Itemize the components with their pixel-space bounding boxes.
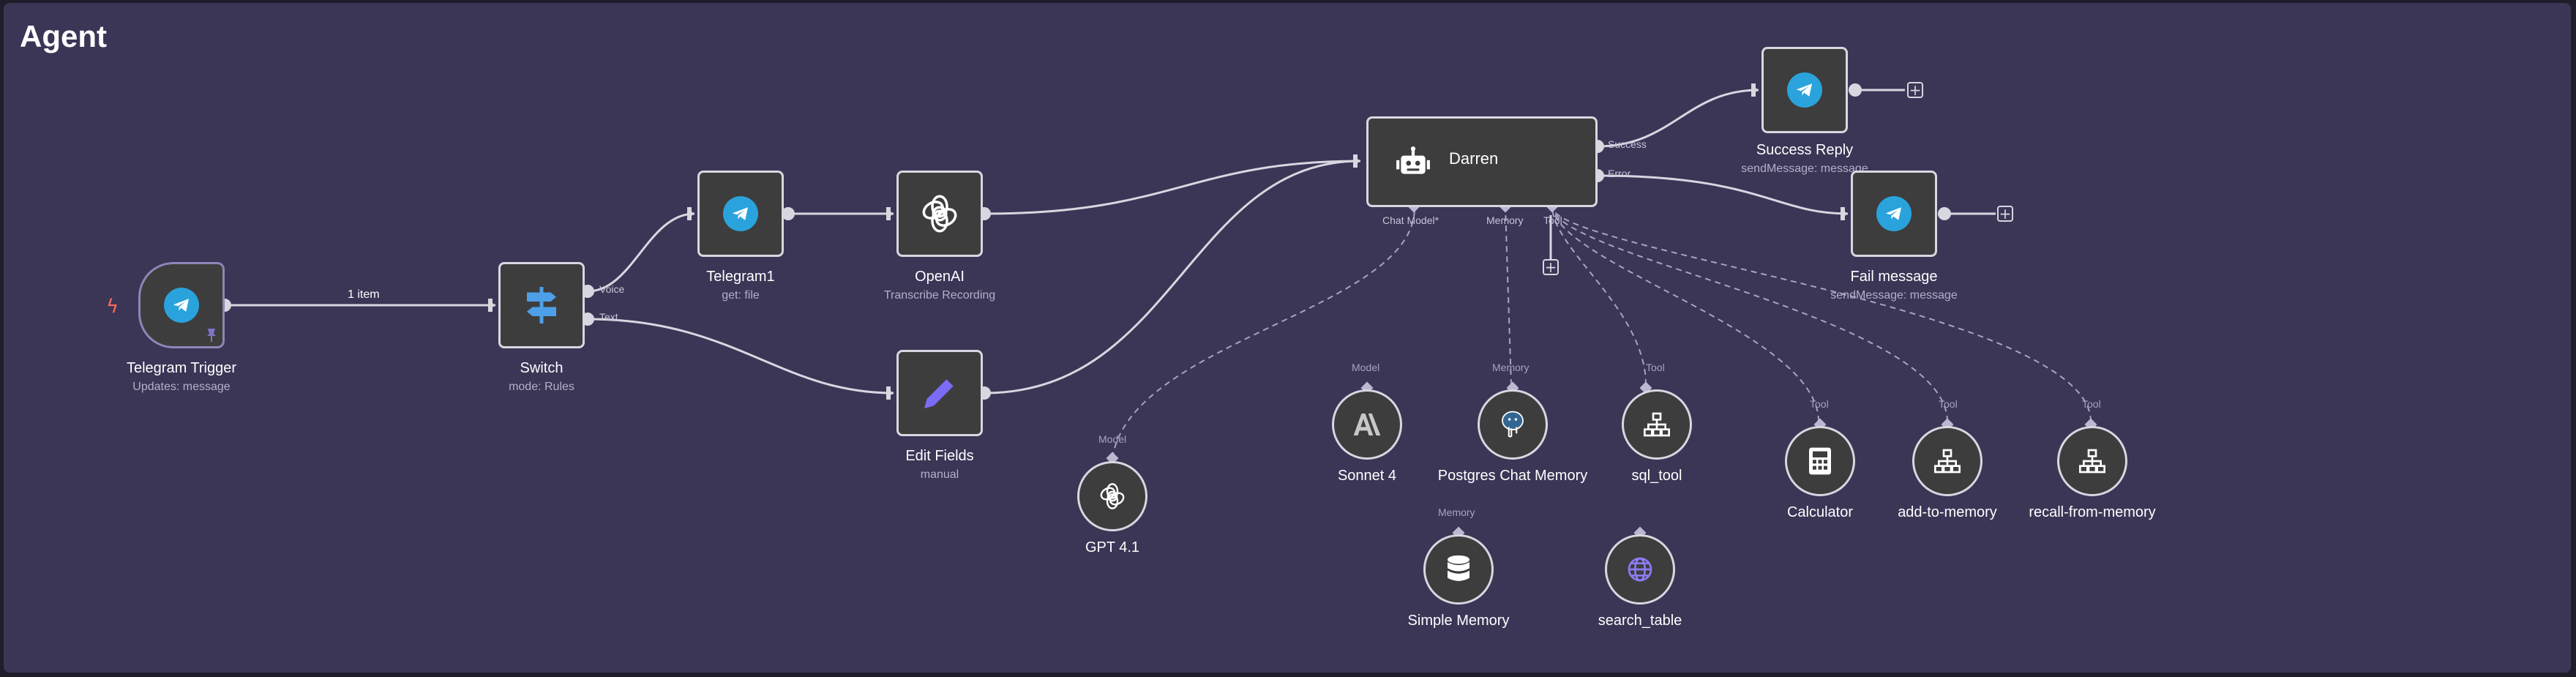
pin-icon (207, 329, 216, 342)
calculator-node[interactable] (1785, 426, 1855, 496)
telegram-trigger-subtitle: Updates: message (132, 381, 231, 393)
add-to-memory-label: add-to-memory (1898, 504, 1997, 520)
globe-icon (1628, 557, 1652, 582)
simple-memory-label: Simple Memory (1407, 613, 1510, 629)
success-reply-label: Success Reply (1756, 142, 1854, 158)
edge-item-count: 1 item (345, 288, 383, 302)
simple-memory-connector-label: Memory (1438, 506, 1475, 518)
simple-memory-node[interactable] (1423, 534, 1494, 605)
trigger-bolt-icon: ϟ (106, 296, 119, 318)
gpt41-label: GPT 4.1 (1085, 539, 1140, 556)
success-add-button[interactable]: + (1907, 82, 1923, 98)
openai-icon (1100, 483, 1125, 509)
edit-fields-subtitle: manual (920, 468, 959, 481)
telegram1-node[interactable] (697, 171, 784, 257)
telegram1-subtitle: get: file (722, 289, 760, 302)
edge-switch-editfields (587, 318, 894, 394)
darren-input-memory: Memory (1486, 214, 1524, 226)
sitemap-icon (2079, 449, 2105, 474)
sitemap-icon (1934, 449, 1961, 474)
robot-icon (1396, 146, 1430, 174)
darren-output-error: Error (1608, 168, 1631, 179)
edge-calculator-tool (1551, 207, 1819, 422)
add-to-memory-connector-label: Tool (1939, 398, 1958, 410)
connections-layer (218, 83, 2097, 539)
openai-icon (922, 195, 957, 233)
sqltool-label: sql_tool (1631, 468, 1682, 484)
search-table-node[interactable] (1605, 534, 1675, 605)
darren-input-tool: Tool (1543, 214, 1562, 226)
switch-output-voice: Voice (599, 283, 625, 295)
signpost-icon (527, 287, 556, 323)
edge-gpt41-chatmodel (1112, 207, 1415, 459)
edge-darren-success (1597, 89, 1759, 148)
fail-add-button[interactable]: + (1997, 206, 2013, 222)
sonnet4-node[interactable] (1332, 389, 1402, 460)
calculator-icon (1809, 447, 1831, 475)
recall-from-memory-node[interactable] (2057, 426, 2127, 496)
sonnet4-label: Sonnet 4 (1337, 468, 1397, 484)
darren-agent-node[interactable]: Darren (1366, 116, 1598, 207)
sqltool-node[interactable] (1622, 389, 1692, 460)
postgres-icon (1502, 411, 1524, 438)
telegram1-label: Telegram1 (706, 269, 775, 285)
fail-message-node[interactable] (1851, 171, 1937, 257)
openai-label: OpenAI (915, 269, 965, 285)
switch-subtitle: mode: Rules (509, 381, 574, 393)
gpt41-connector-label: Model (1098, 433, 1127, 445)
switch-label: Switch (520, 360, 564, 376)
edge-postgres-memory (1505, 207, 1512, 386)
edit-fields-label: Edit Fields (905, 448, 974, 464)
postgres-connector-label: Memory (1492, 362, 1530, 373)
add-tool-button[interactable]: + (1543, 259, 1559, 275)
pencil-icon (924, 379, 954, 408)
darren-label: Darren (1449, 149, 1499, 168)
edge-switch-telegram1 (587, 212, 695, 293)
add-to-memory-node[interactable] (1912, 426, 1982, 496)
recall-connector-label: Tool (2082, 398, 2101, 410)
telegram-icon (723, 196, 758, 231)
sitemap-icon (1644, 412, 1670, 437)
edge-editfields-darren (984, 160, 1361, 394)
postgres-node[interactable] (1478, 389, 1548, 460)
recall-from-memory-label: recall-from-memory (2029, 504, 2156, 520)
edge-recall-tool (1551, 207, 2092, 422)
success-reply-subtitle: sendMessage: message (1741, 162, 1868, 175)
calculator-connector-label: Tool (1810, 398, 1829, 410)
sqltool-connector-label: Tool (1646, 362, 1665, 373)
telegram-icon (164, 288, 199, 323)
edge-openai-darren (984, 160, 1361, 215)
sonnet4-connector-label: Model (1352, 362, 1380, 373)
search-table-label: search_table (1598, 613, 1682, 629)
anthropic-icon (1353, 414, 1381, 435)
telegram-icon (1876, 196, 1912, 231)
darren-output-success: Success (1608, 138, 1647, 150)
darren-input-chat-model: Chat Model* (1382, 214, 1439, 226)
postgres-label: Postgres Chat Memory (1437, 468, 1588, 484)
gpt41-node[interactable] (1077, 461, 1147, 531)
openai-subtitle: Transcribe Recording (883, 289, 996, 302)
switch-output-text: Text (599, 311, 618, 323)
database-icon (1448, 555, 1469, 581)
edge-sqltool-tool (1551, 207, 1647, 386)
switch-node[interactable] (498, 262, 585, 348)
fail-message-subtitle: sendMessage: message (1830, 289, 1958, 302)
calculator-label: Calculator (1786, 504, 1854, 520)
telegram-icon (1787, 72, 1822, 108)
edit-fields-node[interactable] (896, 350, 983, 436)
openai-node[interactable] (896, 171, 983, 257)
fail-message-label: Fail message (1850, 269, 1938, 285)
workflow-title: Agent (20, 19, 107, 53)
workflow-canvas[interactable]: Agent (4, 3, 2571, 673)
edge-darren-fail (1597, 174, 1849, 215)
telegram-trigger-label: Telegram Trigger (126, 360, 237, 376)
success-reply-node[interactable] (1761, 47, 1848, 133)
